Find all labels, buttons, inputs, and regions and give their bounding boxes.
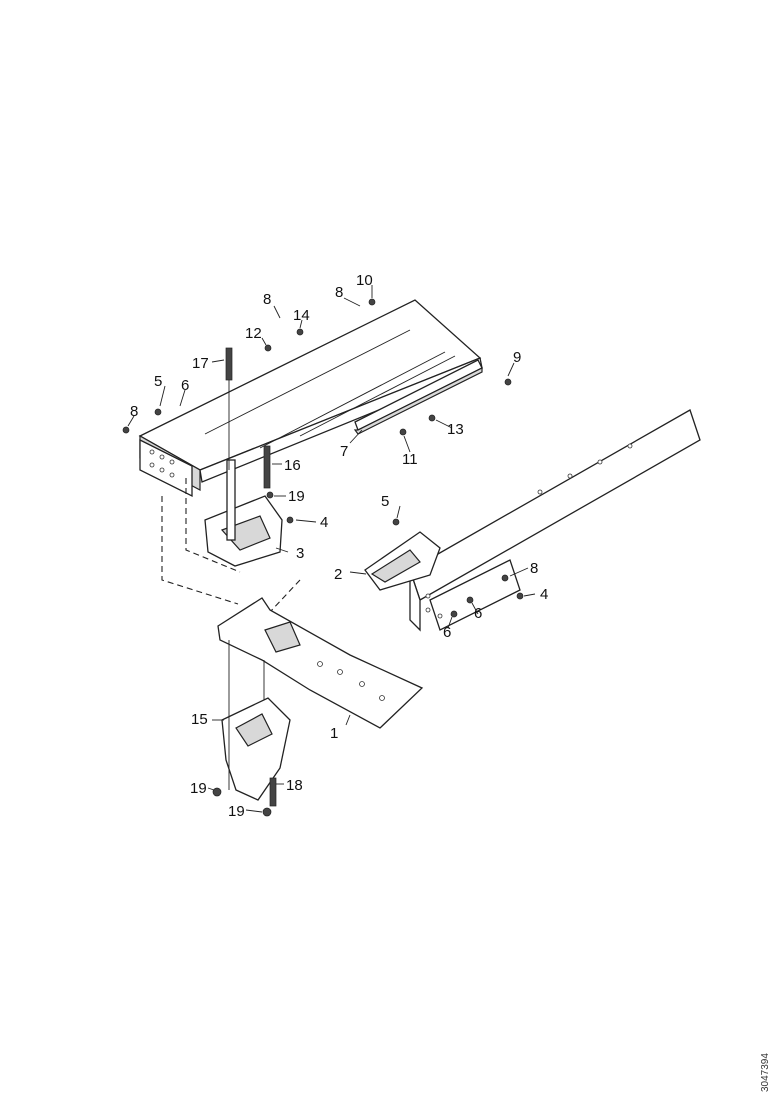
callout-6-lower: 6 bbox=[443, 624, 451, 641]
callout-8-right: 8 bbox=[530, 560, 538, 577]
callout-2: 2 bbox=[334, 566, 342, 583]
callout-8-upper: 8 bbox=[335, 284, 343, 301]
bolt-10 bbox=[368, 298, 376, 306]
nut-12 bbox=[264, 344, 272, 352]
callout-5-left: 5 bbox=[154, 373, 162, 390]
callout-labels: 1 2 3 4 4 5 5 6 6 6 7 8 8 8 8 9 10 11 12… bbox=[130, 272, 548, 820]
upper-bracket-plate bbox=[139, 438, 193, 498]
callout-5-right: 5 bbox=[381, 493, 389, 510]
callout-9: 9 bbox=[513, 349, 521, 366]
washer-6-right bbox=[466, 596, 474, 604]
callout-19-upper: 19 bbox=[288, 488, 305, 505]
right-mount-bracket bbox=[364, 531, 441, 591]
nut-9 bbox=[504, 378, 512, 386]
bolt-4-left bbox=[286, 516, 294, 524]
washer-8-right bbox=[501, 574, 509, 582]
bolt-18 bbox=[269, 777, 277, 807]
nut-14 bbox=[296, 328, 304, 336]
bolt-4-right bbox=[516, 592, 524, 600]
crossmember bbox=[217, 597, 424, 729]
bolt-17 bbox=[225, 347, 233, 381]
nut-19-left bbox=[212, 787, 222, 797]
callout-4-right: 4 bbox=[540, 586, 548, 603]
drawing-reference-id: 3047394 bbox=[760, 1053, 771, 1092]
bolt-11 bbox=[399, 428, 407, 436]
callout-12: 12 bbox=[245, 325, 262, 342]
callout-8-left: 8 bbox=[130, 403, 138, 420]
bolt-16 bbox=[263, 445, 271, 489]
callout-8-top: 8 bbox=[263, 291, 271, 308]
lower-bracket bbox=[221, 640, 291, 801]
callout-19-bottom: 19 bbox=[228, 803, 245, 820]
washer-6-lower bbox=[450, 610, 458, 618]
callout-4-left: 4 bbox=[320, 514, 328, 531]
callout-16: 16 bbox=[284, 457, 301, 474]
callout-1: 1 bbox=[330, 725, 338, 742]
callout-11: 11 bbox=[402, 451, 418, 468]
washer-8-left bbox=[122, 426, 130, 434]
callout-10: 10 bbox=[356, 272, 373, 289]
callout-6-left: 6 bbox=[181, 377, 189, 394]
callout-17: 17 bbox=[192, 355, 209, 372]
strip-plate bbox=[353, 359, 483, 435]
nut-19-upper bbox=[266, 491, 274, 499]
right-frame-rail bbox=[409, 409, 701, 632]
callout-13: 13 bbox=[447, 421, 464, 438]
mount-assembly-upper bbox=[204, 459, 283, 567]
bolt-5-right bbox=[392, 518, 400, 526]
bolt-5-left bbox=[154, 408, 162, 416]
bolt-13 bbox=[428, 414, 436, 422]
callout-7: 7 bbox=[340, 443, 348, 460]
callout-15: 15 bbox=[191, 711, 208, 728]
nut-19-bottom bbox=[262, 807, 272, 817]
callout-18: 18 bbox=[286, 777, 303, 794]
callout-19-left: 19 bbox=[190, 780, 207, 797]
callout-6-right: 6 bbox=[474, 605, 482, 622]
callout-14: 14 bbox=[293, 307, 310, 324]
callout-3: 3 bbox=[296, 545, 304, 562]
